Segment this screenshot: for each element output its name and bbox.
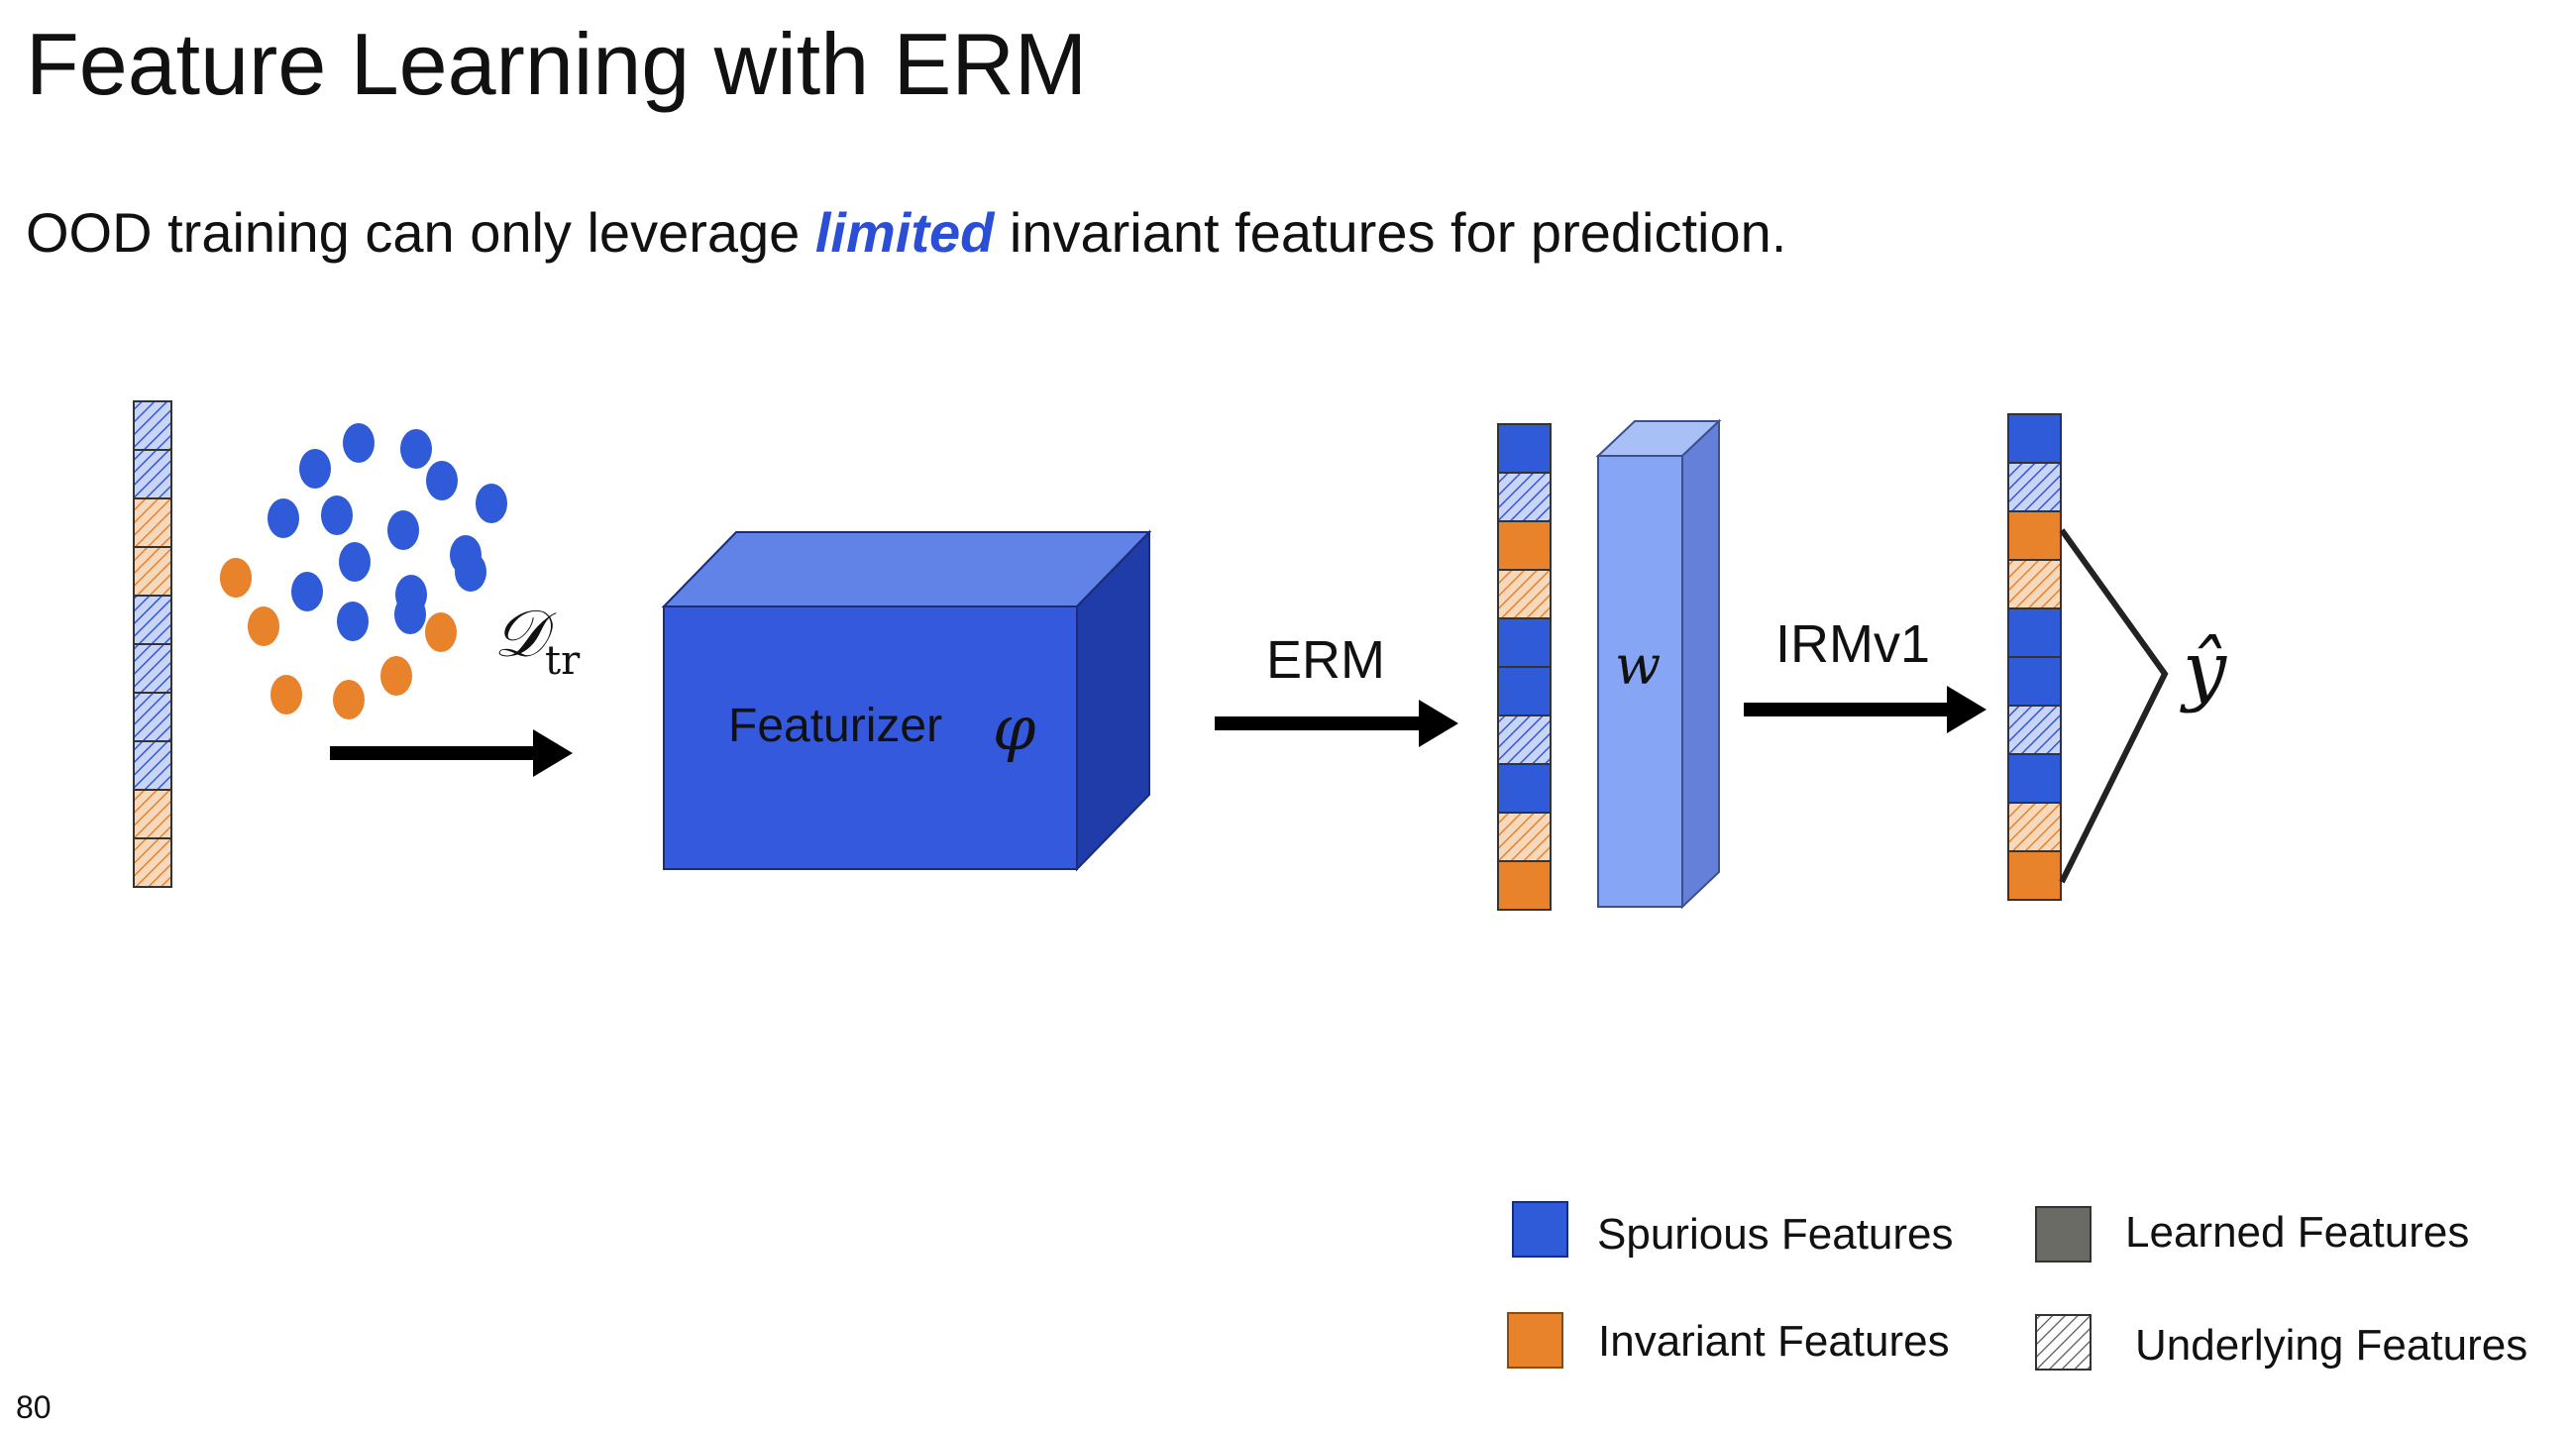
irm-label: IRMv1 [1775, 614, 1930, 674]
input-feature-vector [133, 400, 172, 888]
featurizer-top-face [661, 531, 1152, 607]
slide-title: Feature Learning with ERM [26, 15, 1088, 113]
blue-data-point [400, 429, 432, 469]
feature-cell-spurious-underlying [133, 400, 172, 451]
feature-cell-invariant-underlying [133, 546, 172, 597]
training-data-points [220, 423, 507, 719]
weight-symbol: w [1615, 634, 1661, 697]
subtitle-emphasis: limited [814, 201, 995, 264]
feature-cell-invariant [2007, 510, 2062, 561]
feature-cell-invariant-underlying [133, 497, 172, 548]
blue-data-point [299, 449, 331, 489]
output-symbol: ŷ [2180, 625, 2227, 714]
legend-invariant-label: Invariant Features [1598, 1317, 1950, 1366]
erm-label: ERM [1266, 630, 1385, 690]
blue-data-point [268, 498, 299, 538]
blue-data-point [321, 495, 353, 535]
blue-data-point [343, 423, 375, 463]
feature-cell-spurious-underlying [2007, 462, 2062, 512]
erm-arrow [1215, 700, 1458, 747]
orange-data-point [248, 606, 279, 646]
legend-underlying-swatch [2035, 1314, 2092, 1371]
feature-cell-spurious-underlying [2007, 705, 2062, 755]
feature-cell-spurious-underlying [133, 449, 172, 499]
slide-subtitle: OOD training can only leverage limited i… [26, 198, 1786, 268]
legend-invariant-swatch [1507, 1312, 1563, 1369]
irm-arrow [1744, 686, 1986, 733]
weight-side-face [1681, 418, 1720, 910]
feature-cell-invariant-underlying [1497, 569, 1552, 619]
weight-block: w [1595, 418, 1722, 910]
feature-cell-spurious-underlying [1497, 472, 1552, 522]
legend-learned-label: Learned Features [2125, 1208, 2469, 1257]
blue-data-point [339, 542, 371, 582]
legend: Spurious Features Learned Features Invar… [1507, 1201, 2527, 1371]
irm-feature-vector [2007, 413, 2062, 901]
feature-cell-spurious-underlying [133, 643, 172, 694]
subtitle-end: invariant features for prediction. [994, 201, 1787, 264]
feature-cell-invariant-underlying [133, 789, 172, 839]
feature-cell-invariant [1497, 520, 1552, 571]
blue-data-point [387, 510, 419, 550]
feature-cell-invariant [2007, 850, 2062, 901]
dataset-subscript: tr [545, 638, 581, 684]
feature-cell-invariant-underlying [2007, 559, 2062, 609]
feature-cell-spurious [2007, 413, 2062, 464]
feature-cell-invariant-underlying [2007, 802, 2062, 852]
feature-cell-invariant [1497, 860, 1552, 911]
feature-cell-spurious [2007, 753, 2062, 804]
prediction-bracket [2059, 528, 2169, 884]
feature-cell-invariant-underlying [1497, 812, 1552, 862]
subtitle-start: OOD training can only leverage [26, 201, 815, 264]
feature-cell-spurious-underlying [133, 740, 172, 791]
legend-underlying-label: Underlying Features [2135, 1321, 2527, 1370]
orange-data-point [425, 612, 457, 652]
featurizer-box: Featurizer φ [661, 529, 1152, 872]
blue-data-point [337, 602, 369, 641]
featurizer-label: Featurizer [728, 700, 942, 752]
feature-cell-invariant-underlying [133, 837, 172, 888]
featurizer-front-face [663, 605, 1078, 870]
feature-cell-spurious-underlying [1497, 714, 1552, 765]
blue-data-point [394, 595, 426, 634]
feature-cell-spurious [2007, 607, 2062, 658]
legend-spurious-label: Spurious Features [1597, 1210, 1954, 1259]
page-number: 80 [16, 1389, 52, 1425]
blue-data-point [476, 484, 507, 523]
erm-feature-vector [1497, 423, 1552, 911]
feature-cell-spurious [1497, 763, 1552, 814]
legend-learned-swatch [2035, 1206, 2092, 1263]
feature-cell-spurious [1497, 423, 1552, 474]
input-arrow [330, 729, 573, 777]
feature-cell-spurious [2007, 656, 2062, 707]
feature-cell-spurious-underlying [133, 595, 172, 645]
blue-data-point [450, 535, 482, 575]
blue-data-point [426, 461, 458, 500]
legend-spurious-swatch [1512, 1201, 1568, 1258]
orange-data-point [380, 656, 412, 696]
blue-data-point [291, 572, 323, 611]
orange-data-point [270, 675, 302, 714]
orange-data-point [220, 558, 252, 598]
feature-cell-spurious-underlying [133, 692, 172, 742]
orange-data-point [333, 680, 365, 719]
featurizer-symbol: φ [993, 692, 1036, 764]
weight-front-face [1597, 455, 1683, 908]
feature-cell-spurious [1497, 617, 1552, 668]
feature-cell-spurious [1497, 666, 1552, 716]
